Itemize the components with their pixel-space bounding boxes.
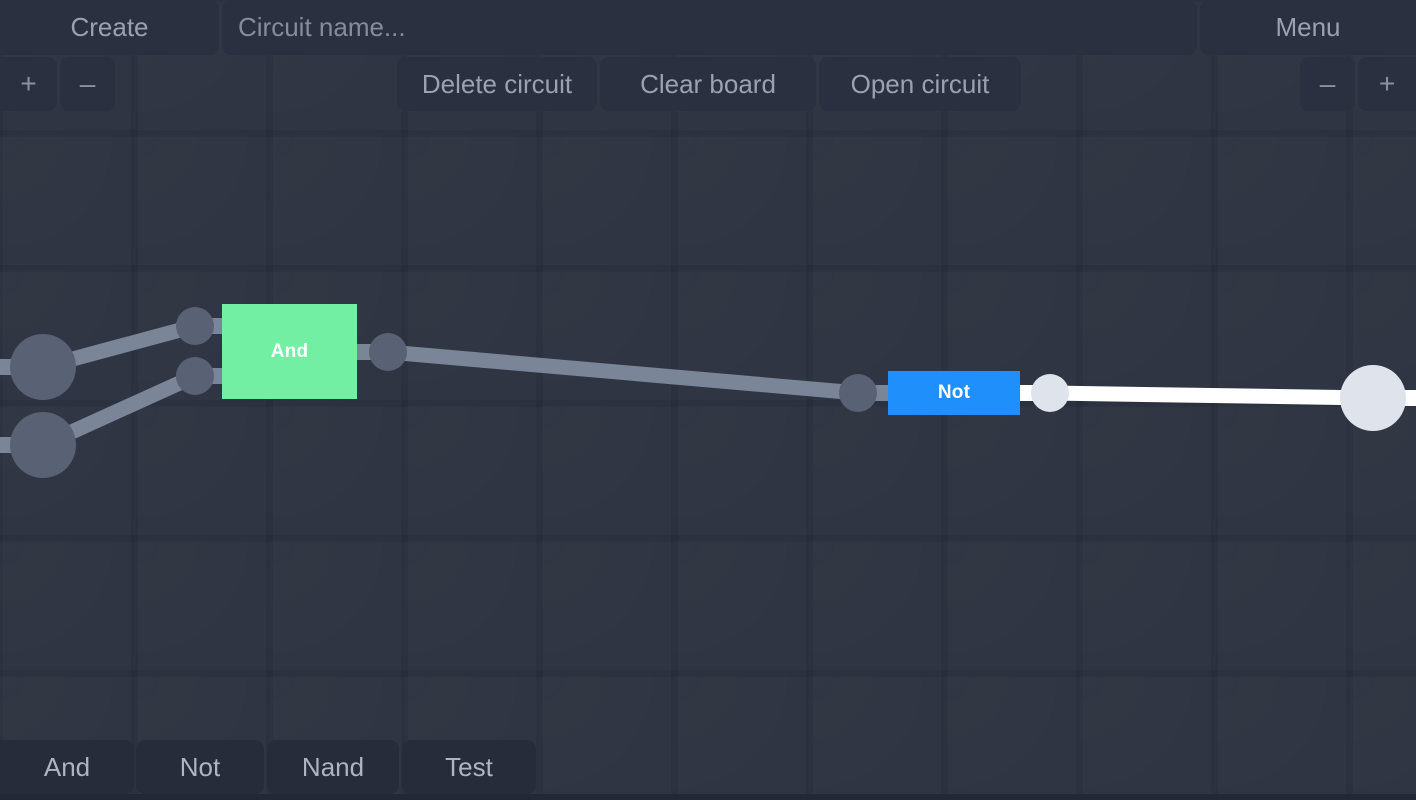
gate-label: And	[270, 340, 309, 362]
circuit-name-input[interactable]	[222, 0, 1197, 55]
open-circuit-button[interactable]: Open circuit	[819, 57, 1021, 111]
palette-item-test[interactable]: Test	[402, 740, 536, 794]
gate-and-1[interactable]: And	[222, 304, 357, 399]
node-in-b[interactable]	[10, 412, 76, 478]
node-and-out[interactable]	[369, 333, 407, 371]
clear-board-button[interactable]: Clear board	[600, 57, 816, 111]
zoom-out-left-button[interactable]: –	[60, 57, 115, 111]
node-in-a[interactable]	[10, 334, 76, 400]
palette-item-nand[interactable]: Nand	[267, 740, 399, 794]
palette-item-label: Test	[445, 751, 493, 782]
gate-label: Not	[937, 382, 971, 403]
menu-button[interactable]: Menu	[1200, 0, 1416, 55]
node-not-in[interactable]	[839, 374, 877, 412]
zoom-out-right-button[interactable]: –	[1300, 57, 1355, 111]
palette-item-label: And	[43, 751, 91, 782]
zoom-in-left-button[interactable]: +	[0, 57, 57, 111]
node-out-sink[interactable]	[1340, 365, 1406, 431]
palette-item-label: Not	[179, 751, 221, 782]
node-not-out[interactable]	[1031, 374, 1069, 412]
palette-item-and[interactable]: And	[0, 740, 134, 794]
delete-circuit-button[interactable]: Delete circuit	[397, 57, 597, 111]
zoom-in-right-button[interactable]: +	[1358, 57, 1416, 111]
gate-not-1[interactable]: Not	[888, 371, 1020, 415]
palette-item-label: Nand	[301, 751, 365, 782]
node-and-in-2[interactable]	[176, 357, 214, 395]
node-and-in-1[interactable]	[176, 307, 214, 345]
palette-item-not[interactable]: Not	[136, 740, 264, 794]
bottom-edge-strip	[0, 794, 1416, 800]
create-button[interactable]: Create	[0, 0, 219, 55]
